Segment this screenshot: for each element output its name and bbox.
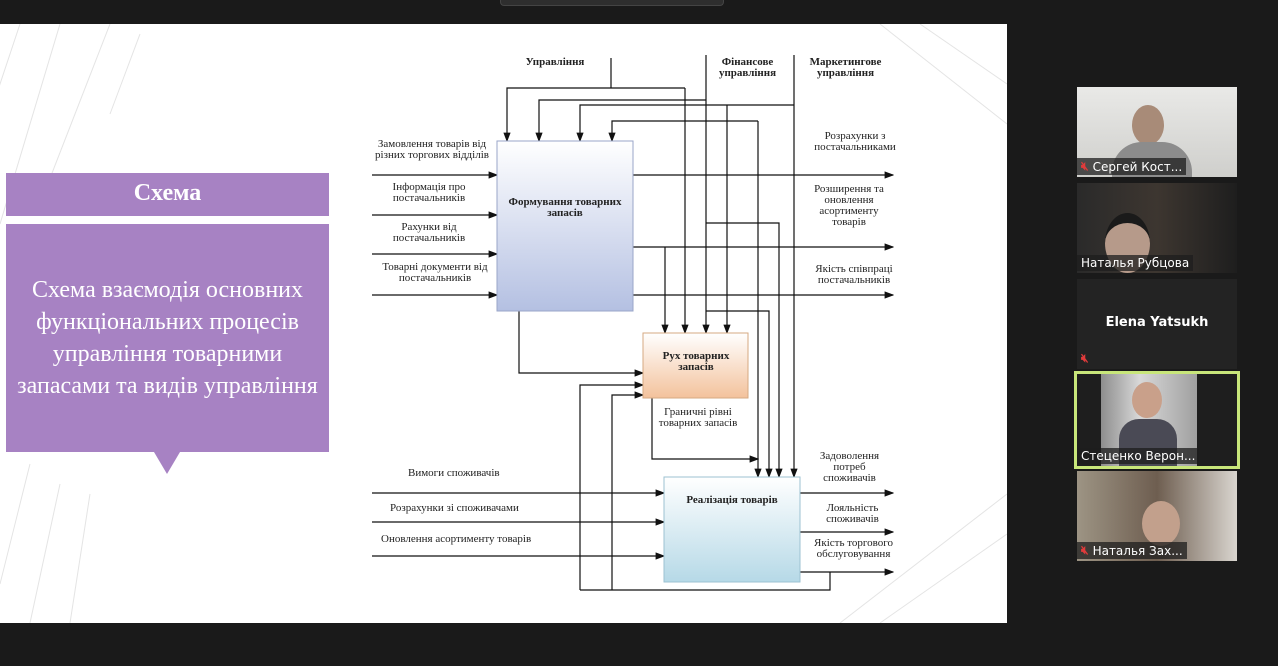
sales-input-label: Вимоги споживачів <box>408 467 500 479</box>
participant-name: Наталья Рубцова <box>1081 256 1190 270</box>
sales-input-label: Оновлення асортименту товарів <box>381 533 532 545</box>
sales-output-label: Задоволення потреб споживачів <box>819 450 880 484</box>
box-formation <box>496 140 634 312</box>
microphone-muted-icon: 🔇︎ <box>1081 159 1089 173</box>
output-label: Розширення та оновлення асортименту това… <box>814 183 884 228</box>
output-label: Розрахунки з постачальниками <box>814 130 896 153</box>
input-label: Рахунки від постачальників <box>392 221 466 244</box>
participant-tile[interactable]: Elena Yatsukh 🔇︎ <box>1077 279 1237 369</box>
box-movement <box>642 332 749 399</box>
slide-description: Схема взаємодія основних функціональних … <box>6 224 329 452</box>
input-label: Товарні документи від постачальників <box>382 261 488 284</box>
slide-description-text: Схема взаємодія основних функціональних … <box>17 277 318 399</box>
sales-output-label: Якість торгового обслуговування <box>814 537 893 560</box>
participant-tile[interactable]: 🔇︎Наталья Зах... <box>1077 471 1237 561</box>
input-label: Інформація про постачальників <box>392 181 466 204</box>
box-sales-label: Реалізація товарів <box>686 494 778 506</box>
participant-name: Наталья Зах... <box>1092 543 1183 558</box>
shared-screen-slide: Схема Схема взаємодія основних функціона… <box>0 24 1007 623</box>
label-management: Управління <box>525 56 585 68</box>
participant-tile-active-speaker[interactable]: Стеценко Верон... <box>1074 371 1240 469</box>
participant-tile[interactable]: Наталья Рубцова <box>1077 183 1237 273</box>
view-options-bar[interactable] <box>500 0 724 6</box>
label-financial: Фінансове управління <box>718 56 777 79</box>
label-marketing: Маркетингове управління <box>809 56 882 79</box>
participant-name: Сергей Кост... <box>1092 159 1183 174</box>
movement-output-label: Граничні рівні товарних запасів <box>658 406 738 429</box>
participant-tile[interactable]: 🔇︎Сергей Кост... <box>1077 87 1237 177</box>
microphone-muted-icon: 🔇︎ <box>1081 543 1089 557</box>
box-movement-label: Рух товарних запасів <box>662 350 730 373</box>
participant-name: Стеценко Верон... <box>1081 449 1196 463</box>
process-diagram <box>372 55 895 591</box>
sales-input-label: Розрахунки зі споживачами <box>390 502 519 514</box>
input-label: Замовлення товарів від різних торгових в… <box>375 138 489 161</box>
sales-output-label: Лояльність споживачів <box>826 502 879 525</box>
box-formation-label: Формування товарних запасів <box>508 196 622 219</box>
box-sales <box>663 476 801 583</box>
slide-title: Схема <box>6 173 329 216</box>
callout-pointer <box>154 452 180 474</box>
microphone-muted-icon: 🔇︎ <box>1081 351 1089 365</box>
participant-name: Elena Yatsukh <box>1105 315 1209 330</box>
output-label: Якість співпраці постачальників <box>815 263 893 286</box>
